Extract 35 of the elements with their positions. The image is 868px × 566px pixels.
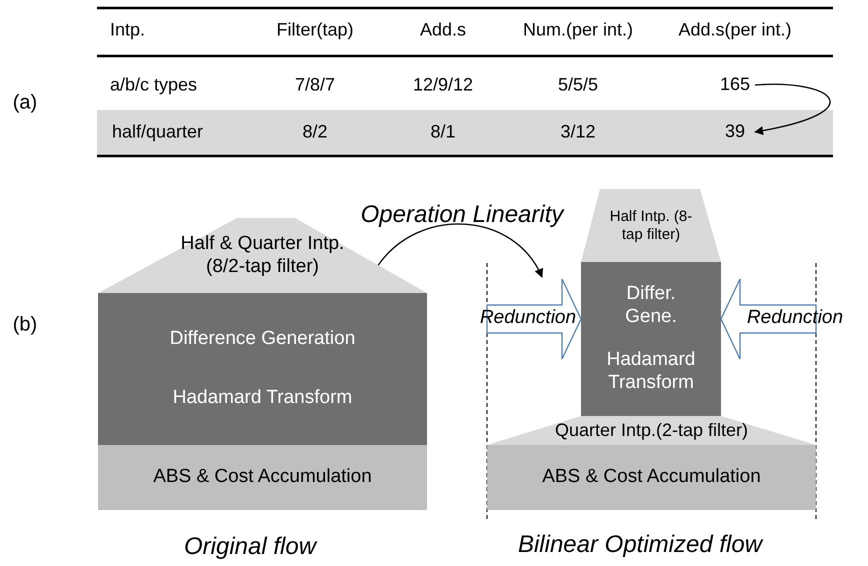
table-value: 39 xyxy=(715,119,755,145)
column-header: Filter(tap) xyxy=(276,20,354,40)
diagram-caption: Original flow xyxy=(184,533,316,561)
process-block xyxy=(98,293,427,445)
column-header: Add.s xyxy=(420,20,466,40)
cell-text: 7/8/7 xyxy=(294,74,336,96)
block-text: Quarter Intp.(2-tap filter) xyxy=(554,420,748,442)
column-header: Num.(per int.) xyxy=(522,20,634,40)
process-block xyxy=(581,262,721,416)
block-text: ABS & Cost Accumulation xyxy=(153,466,372,489)
cell-text: 12/9/12 xyxy=(412,74,474,96)
process-block xyxy=(98,445,427,510)
cell-text: a/b/c types xyxy=(110,74,198,96)
diagram-caption: Bilinear Optimized flow xyxy=(518,531,762,559)
panel-label: (a) xyxy=(12,92,38,114)
block-text: Half & Quarter Intp.(8/2-tap filter) xyxy=(180,232,346,278)
block-text: Half Intp. (8-tap filter) xyxy=(608,208,694,244)
block-text: Difference Generation xyxy=(170,328,356,352)
block-text: Hadamard Transform xyxy=(172,386,352,410)
arrow xyxy=(378,224,543,278)
block-text: Hadamard Transform xyxy=(606,349,696,396)
process-block xyxy=(487,445,816,510)
arrow xyxy=(754,84,830,135)
cell-text: half/quarter xyxy=(112,122,204,142)
column-header: Intp. xyxy=(110,20,146,40)
panel-label: (b) xyxy=(12,314,38,336)
edge-label: Operation Linearity xyxy=(360,201,564,229)
block-text: Differ. Gene. xyxy=(624,282,678,329)
block-text: ABS & Cost Accumulation xyxy=(542,466,761,489)
column-header: Add.s(per int.) xyxy=(678,20,792,40)
table-value: 165 xyxy=(715,72,755,98)
cell-text: 3/12 xyxy=(560,122,596,142)
cell-text: 8/1 xyxy=(430,122,456,142)
cell-text: 5/5/5 xyxy=(558,74,598,96)
cell-text: 8/2 xyxy=(302,122,328,142)
